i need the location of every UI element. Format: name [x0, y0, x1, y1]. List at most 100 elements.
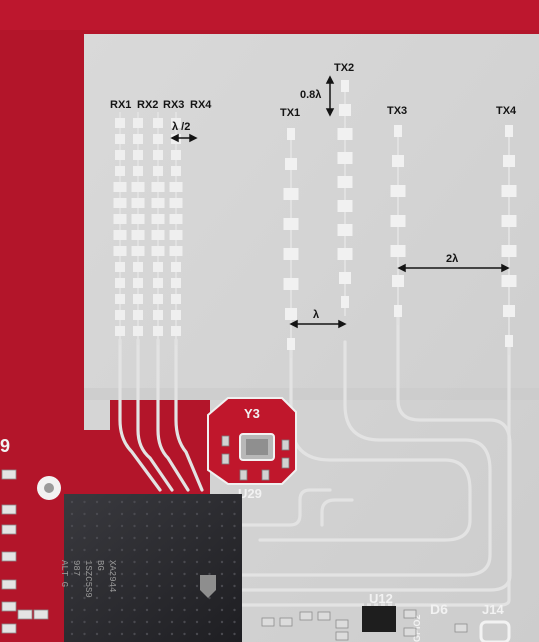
rx-patch [133, 326, 143, 336]
tx-patch [285, 308, 297, 320]
chip-ball [233, 560, 236, 564]
chip-ball [220, 500, 224, 504]
rx2-label: RX2 [137, 99, 158, 111]
ic-pin [364, 600, 367, 606]
chip-ball [108, 620, 111, 624]
tx2-offset-arrow [325, 75, 335, 117]
rx-patch [153, 262, 163, 272]
chip-ball [183, 524, 186, 528]
chip-ball [70, 608, 74, 612]
chip-ball [83, 500, 86, 504]
smd-part [403, 627, 417, 637]
chip-ball [233, 632, 236, 636]
tx-patch [503, 155, 515, 167]
chip-ball [145, 596, 149, 600]
chip-ball [158, 512, 161, 516]
ic-pin [371, 632, 374, 638]
smd-part [335, 619, 349, 629]
rx-patch [151, 182, 165, 192]
chip-ball [133, 560, 136, 564]
chip-ball [108, 596, 111, 600]
chip-ball [133, 584, 136, 588]
chip-ball [233, 512, 236, 516]
chip-ball [220, 560, 224, 564]
gpio-label: GPIO2 [412, 614, 422, 642]
chip-ball [120, 560, 124, 564]
chip-ball [108, 536, 111, 540]
chip-ball [233, 584, 236, 588]
rx-patch [151, 230, 165, 240]
tx-patch [283, 278, 299, 290]
chip-ball [158, 632, 161, 636]
chip-ball [70, 620, 74, 624]
rx-patch [115, 118, 125, 128]
tx2-label: TX2 [334, 62, 354, 74]
tx-patch [501, 215, 517, 227]
chip-ball [170, 500, 174, 504]
chip-ball [183, 560, 186, 564]
smd-part [403, 609, 417, 619]
chip-ball [108, 512, 111, 516]
smd-part [279, 617, 293, 627]
rx-patch [151, 198, 165, 208]
tx-patch [283, 218, 299, 230]
tx-patch [337, 200, 353, 212]
smd-part [17, 609, 33, 620]
chip-ball [120, 512, 124, 516]
chip-ball [183, 620, 186, 624]
chip-ball [70, 584, 74, 588]
chip-ball [83, 608, 86, 612]
rx-patch [171, 166, 181, 176]
chip-ball [195, 512, 199, 516]
chip-ball [233, 548, 236, 552]
chip-ball [95, 524, 99, 528]
chip-ball [120, 620, 124, 624]
chip-ball [95, 548, 99, 552]
chip-ball [170, 572, 174, 576]
chip-ball [95, 620, 99, 624]
rx-patch [153, 118, 163, 128]
chip-ball [133, 524, 136, 528]
chip-ball [133, 632, 136, 636]
ic-pin [378, 632, 381, 638]
chip-ball [95, 584, 99, 588]
substrate-lower-band [84, 388, 539, 400]
tx-patch [337, 128, 353, 140]
chip-ball [83, 536, 86, 540]
chip-ball [170, 512, 174, 516]
rx-patch [133, 134, 143, 144]
chip-ball [158, 560, 161, 564]
mounting-pad-hole [44, 483, 54, 493]
chip-ball [208, 512, 211, 516]
chip-ball [108, 584, 111, 588]
tx-patch [390, 245, 406, 257]
tx-patch [283, 188, 299, 200]
smd-part [1, 524, 17, 535]
chip-ball [83, 524, 86, 528]
chip-ball [158, 524, 161, 528]
tx-patch [337, 152, 353, 164]
edge-digit: 9 [0, 436, 10, 456]
rx-patch [115, 150, 125, 160]
chip-ball [220, 512, 224, 516]
chip-ball [233, 524, 236, 528]
tx-patch [339, 104, 351, 116]
chip-ball [83, 572, 86, 576]
rx-patch [171, 326, 181, 336]
chip-ball [95, 512, 99, 516]
rx3-label: RX3 [163, 99, 184, 111]
chip-ball [133, 572, 136, 576]
ic-pin [392, 632, 395, 638]
chip-ball [95, 572, 99, 576]
chip-ball [70, 632, 74, 636]
tx-patch [337, 224, 353, 236]
chip-ball [158, 548, 161, 552]
smd-part [335, 631, 349, 641]
chip-ball [108, 608, 111, 612]
chip-ball [145, 548, 149, 552]
rx-patch [131, 198, 145, 208]
chip-ball [183, 584, 186, 588]
rx-patch [153, 166, 163, 176]
chip-ball [220, 548, 224, 552]
